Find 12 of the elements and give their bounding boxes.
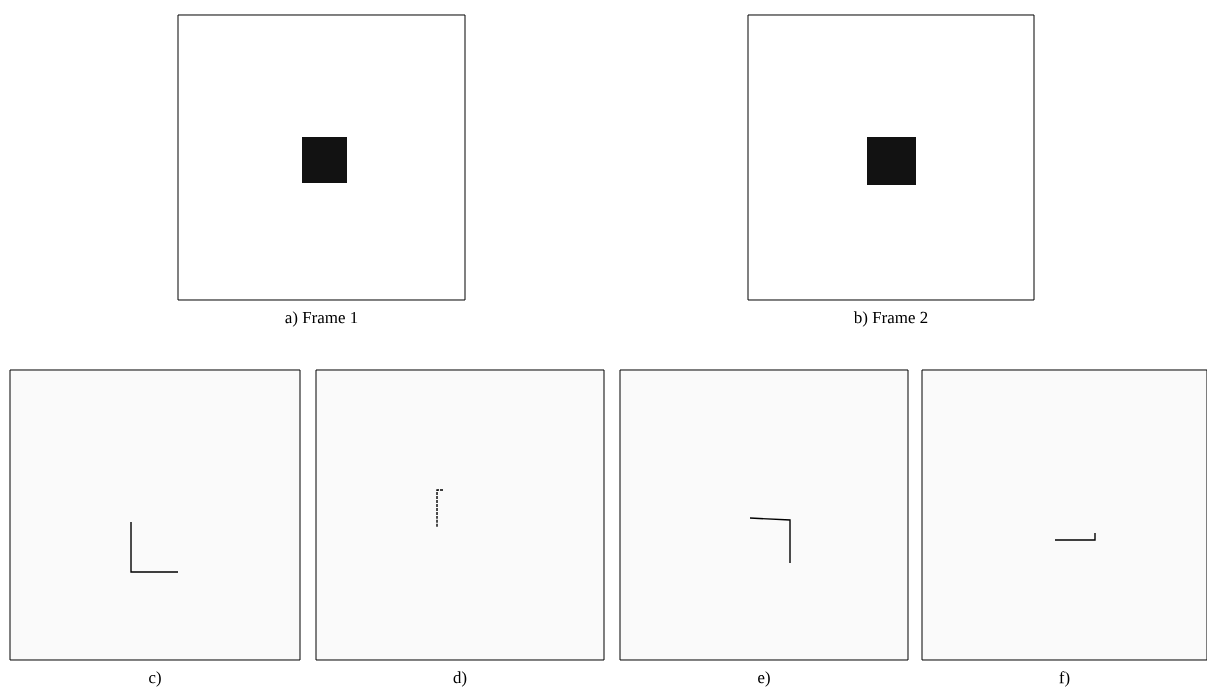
node-label: a) Frame 1 xyxy=(285,311,358,327)
node-label: d) xyxy=(453,671,467,687)
node-label: c) xyxy=(149,671,161,687)
picture xyxy=(177,14,466,301)
node-label: e) xyxy=(758,671,770,687)
picture xyxy=(9,369,301,661)
picture xyxy=(619,369,909,661)
picture xyxy=(921,369,1207,661)
node-label: b) Frame 2 xyxy=(853,311,928,327)
picture xyxy=(747,14,1035,301)
picture xyxy=(315,369,605,661)
node-label: f) xyxy=(1059,671,1070,687)
